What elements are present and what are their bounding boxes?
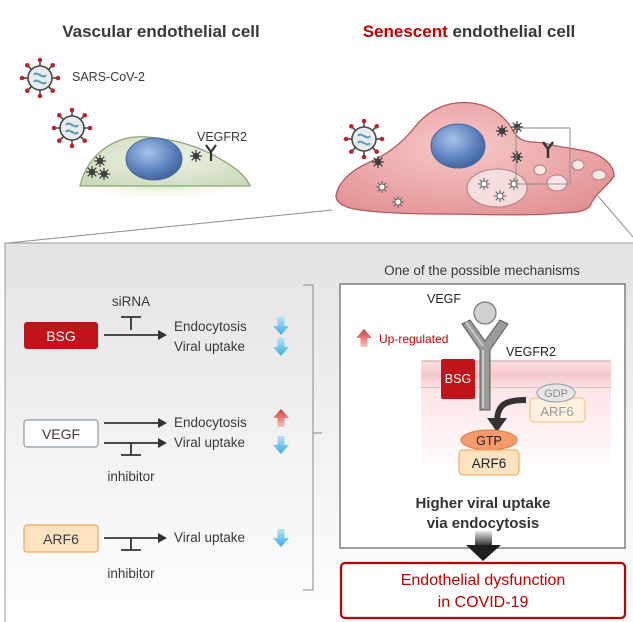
vegf-box: [23, 419, 99, 448]
virus-particle-icon: [189, 149, 203, 163]
virus-particle-icon: [510, 120, 524, 134]
summary-bracket: [303, 284, 322, 591]
right-cell-title: Senescent endothelial cell: [363, 22, 576, 41]
vesicle: [571, 159, 585, 171]
inhibitor-label: inhibitor: [107, 469, 155, 484]
senescent-word: Senescent: [363, 22, 448, 41]
effect-label: Viral uptake: [174, 435, 245, 450]
inhibition-icon: [121, 443, 141, 456]
outcome-line-1: Endothelial dysfunction: [401, 572, 566, 589]
vegf-ligand-label: VEGF: [427, 292, 461, 306]
activation-arrow: [104, 418, 167, 428]
receptor-y-icon: [542, 141, 554, 158]
bsg-box-label: BSG: [46, 328, 76, 344]
receptor-label: VEGFR2: [197, 130, 247, 144]
activation-arrow: [104, 438, 167, 448]
bsg-protein: [441, 359, 475, 399]
vegf-ligand: [473, 301, 497, 325]
outcome-arrow: [466, 531, 501, 561]
outcome-box: [339, 561, 627, 620]
arf6-inactive-label: ARF6: [540, 404, 573, 419]
gdp-bubble: [536, 383, 576, 403]
virus-particle-icon: [97, 167, 111, 181]
mechanism-caption: One of the possible mechanisms: [384, 263, 580, 278]
effect-label: Viral uptake: [174, 339, 245, 354]
zoom-line: [597, 195, 633, 238]
virus-particle-icon: [93, 154, 107, 168]
vegf-box-label: VEGF: [42, 426, 80, 442]
virus-particle-icon: [371, 155, 385, 169]
vegfr2-receptor: [461, 319, 509, 411]
vegfr2-label: VEGFR2: [506, 345, 556, 359]
virus-icon: [18, 56, 62, 100]
outcome-line-2: in COVID-19: [438, 594, 529, 611]
internalized-virus-icon: [477, 177, 491, 191]
arf6-box: [23, 524, 99, 553]
vesicle: [533, 164, 547, 176]
right-title-rest: endothelial cell: [448, 22, 576, 41]
conclusion-line-2: via endocytosis: [427, 515, 540, 532]
effect-label: Viral uptake: [174, 530, 245, 545]
zoom-line: [7, 209, 333, 244]
vesicle: [466, 168, 528, 208]
activation-arrowhead: [487, 418, 507, 432]
virus-icon: [50, 106, 94, 150]
arf6-box-label: ARF6: [43, 531, 79, 547]
arf6-active-label: ARF6: [472, 456, 507, 471]
virus-icon: [342, 117, 386, 161]
virus-label: SARS-CoV-2: [72, 70, 145, 84]
zoom-box: [515, 127, 571, 185]
virus-particle-icon: [85, 165, 99, 179]
receptor-y-icon: [205, 144, 217, 161]
internalized-virus-icon: [391, 195, 405, 209]
effect-label: Endocytosis: [174, 415, 247, 430]
nucleus: [430, 123, 486, 169]
internalized-virus-icon: [375, 180, 389, 194]
virus-particle-icon: [495, 124, 509, 138]
effect-label: Endocytosis: [174, 319, 247, 334]
gtp-label: GTP: [476, 434, 502, 448]
vesicle: [546, 174, 568, 192]
inhibitor-label: inhibitor: [107, 566, 155, 581]
activation-arrow: [104, 533, 167, 543]
inhibition-icon: [121, 538, 141, 551]
gdp-label: GDP: [544, 388, 568, 400]
activation-arrow: [104, 330, 167, 340]
left-cell-title: Vascular endothelial cell: [62, 22, 259, 41]
vesicle: [591, 169, 607, 181]
arf6-active: [458, 449, 520, 476]
nucleus: [125, 137, 183, 181]
bsg-box: [24, 322, 98, 349]
virus-particle-icon: [510, 150, 524, 164]
bsg-protein-label: BSG: [445, 372, 471, 386]
conclusion-line-1: Higher viral uptake: [415, 495, 550, 512]
inhibition-icon: [121, 316, 141, 330]
upregulated-label: Up-regulated: [379, 332, 448, 346]
activation-curve-arrow: [494, 397, 527, 421]
sirna-label: siRNA: [112, 294, 150, 309]
internalized-virus-icon: [493, 189, 507, 203]
